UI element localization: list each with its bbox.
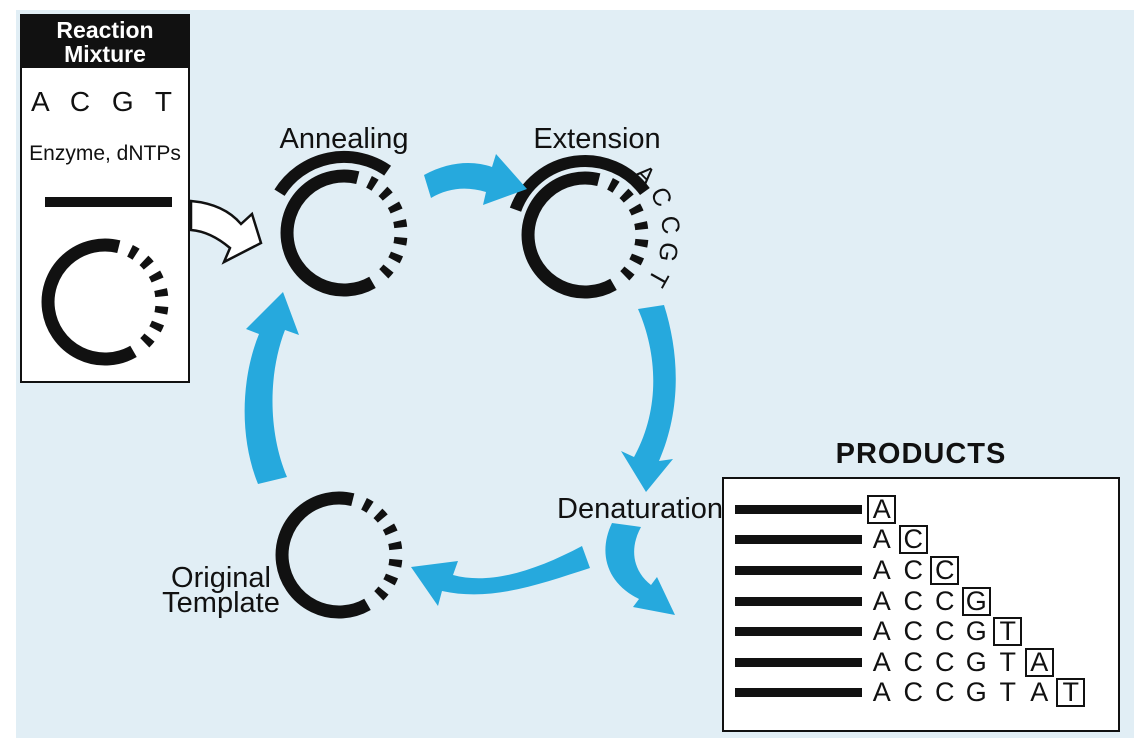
product-row: A C [735, 524, 1114, 556]
base-letter: G [965, 646, 987, 677]
base-letter: A [1030, 677, 1049, 708]
extension-label: Extension [533, 123, 661, 155]
base-letter: T [999, 646, 1017, 677]
base-letter: C [935, 646, 955, 677]
boxed-base-letter: A [867, 494, 897, 524]
base-letter: C [903, 677, 924, 708]
base-letter: A [872, 646, 891, 677]
original-template-plasmid-icon [275, 491, 403, 619]
products-title: PRODUCTS [835, 438, 1007, 470]
primer-line [45, 197, 172, 207]
reaction-mixture-bases: A C G T [30, 86, 180, 117]
base-letter: C [935, 677, 955, 708]
product-row: A C C G T [735, 616, 1114, 647]
reaction-mixture-enzyme: Enzyme, dNTPs [29, 142, 181, 165]
primer-line [735, 627, 862, 637]
denaturation-label: Denaturation [557, 493, 724, 525]
base-letter: T [999, 677, 1017, 708]
base-letter: C [903, 585, 924, 616]
annealing-label: Annealing [279, 123, 409, 155]
boxed-base-letter: T [1056, 677, 1086, 708]
reaction-mixture-panel: Reaction Mixture A C G T Enzyme, dNTPs [20, 14, 190, 383]
base-letter: A [872, 585, 891, 616]
base-letter: C [935, 585, 955, 616]
base-letter: C [903, 616, 924, 647]
base-letter: A [872, 554, 891, 585]
base-letter: C [935, 616, 955, 647]
boxed-base-letter: C [898, 524, 928, 555]
base-letter: G [965, 616, 987, 647]
product-row: A [735, 494, 1114, 525]
extension-base-letter: C [655, 214, 685, 236]
reaction-mixture-title-line1: Reaction [56, 17, 154, 43]
primer-line [735, 596, 862, 606]
base-letter: A [872, 616, 891, 647]
original-template-label-line2: Template [162, 587, 280, 619]
products-rows: A A C A C C A C C G A [735, 494, 1114, 708]
products-panel: A A C A C C A C C G A [722, 477, 1120, 732]
primer-line [735, 688, 862, 698]
base-letter: G [965, 677, 987, 708]
base-letter: C [903, 554, 924, 585]
base-letter: A [872, 677, 891, 708]
boxed-base-letter: A [1024, 647, 1054, 677]
extension-base-letter: C [644, 183, 677, 212]
primer-line [735, 535, 862, 545]
boxed-base-letter: C [930, 555, 960, 585]
base-letter: A [872, 524, 891, 555]
product-row: A C C [735, 555, 1114, 586]
boxed-base-letter: G [961, 586, 991, 616]
extension-plasmid-icon: A C C G T [509, 155, 685, 299]
reaction-mixture-header: Reaction Mixture [22, 16, 188, 68]
reaction-mixture-title-line2: Mixture [64, 41, 146, 67]
base-letter: C [903, 646, 924, 677]
product-row: A C C G T A [735, 647, 1114, 678]
primer-line [735, 565, 862, 575]
product-row: A C C G [735, 586, 1114, 617]
product-row: A C C G T A T [735, 677, 1114, 709]
original-template-label-line1: Original [171, 562, 271, 594]
primer-line [735, 657, 862, 667]
primer-line [735, 504, 862, 514]
extension-base-letter: T [642, 265, 674, 292]
extension-base-letter: G [653, 240, 684, 264]
plasmid-circle-icon [41, 238, 169, 366]
annealing-plasmid-icon [274, 150, 408, 297]
boxed-base-letter: T [993, 616, 1023, 647]
